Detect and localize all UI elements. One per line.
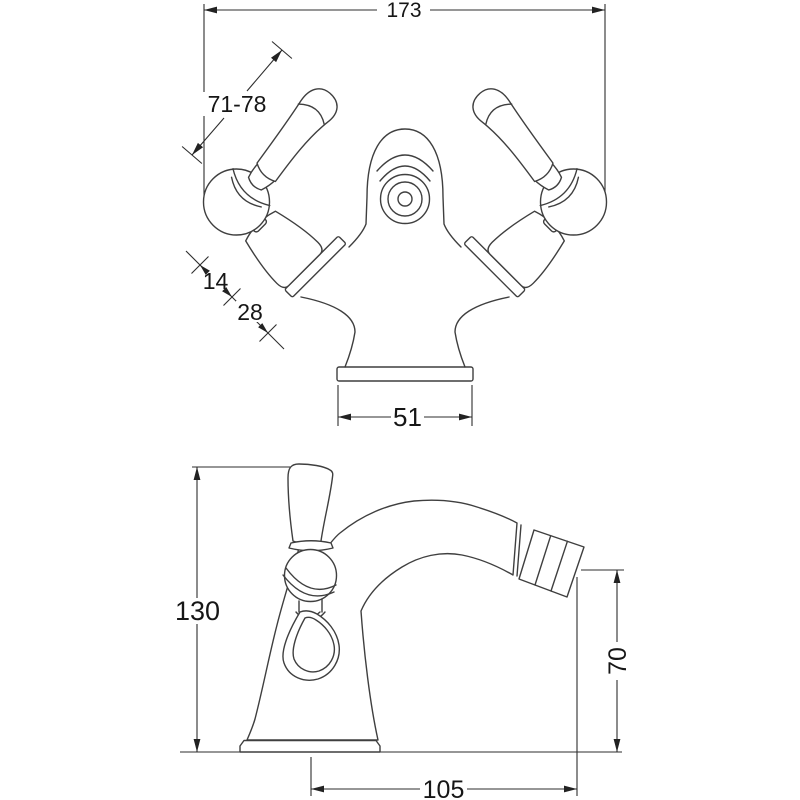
ball-band-upper [285,567,337,590]
faucet-side [239,463,585,753]
dim105-arrow-right [564,785,577,793]
dim7178-arrow-bottom [192,142,204,155]
side-view: 130 105 70 [175,463,632,800]
dim-hub-depth-label: 28 [237,299,263,325]
dim51-arrow-left [338,413,351,421]
dim28-label-bg [236,301,264,322]
dim7178-label-bg [203,92,271,116]
dim-overall-height-label: 130 [175,596,220,626]
base-plate-front [336,366,474,382]
dim105-label-bg [420,776,467,800]
spout-column-and-dome [348,128,462,248]
spout-ring-2 [379,165,431,182]
lever-handle-side [287,463,334,545]
dim70-arrow-bottom [613,739,621,752]
dim105-arrow-left [311,785,324,793]
dim173-arrow-right [592,6,605,14]
front-view: 173 71-78 14 28 51 [181,0,621,432]
side-dimension-lines [180,466,624,796]
faucet-front [189,76,621,382]
dim70-label-bg [603,642,631,680]
dim51-label-bg [391,404,424,429]
dim-cartridge-depth-label: 14 [203,268,229,294]
front-dimension-labels: 173 71-78 14 28 51 [191,0,605,432]
dim173-label-bg [378,1,430,20]
base-plate-side [239,739,381,753]
dim-spout-reach-label: 105 [423,776,465,800]
dim-base-width-label: 51 [393,402,422,432]
aerator-band-lines [534,535,569,592]
dim-outlet-height-label: 70 [604,647,632,675]
dim14-arrow-top [200,265,210,275]
dim-overall-width-label: 173 [386,0,421,22]
spout-ring-1 [376,154,434,172]
dim70-arrow-top [613,570,621,583]
dim130-label-bg [175,598,220,624]
waste-loop-inner [292,616,336,673]
body-left-side [300,296,356,368]
dim-lever-length-label: 71-78 [208,91,267,117]
ball-band-lower [282,574,335,597]
body-right-side [454,296,510,368]
dim130-arrow-top [193,467,201,480]
spout-end-collar-line [516,524,522,577]
dim28-arrow-end [258,323,268,333]
waste-stem-lines [298,598,323,613]
handle-assembly-right [395,76,621,302]
dim173-arrow-left [204,6,217,14]
side-dimension-labels: 130 105 70 [175,467,632,800]
dim-outlet-height-group: 70 [603,642,632,680]
aerator-side [518,529,585,598]
dim14-label-bg [202,270,229,291]
lever-collar-side [288,540,334,552]
dim7178-arrow-top [271,50,282,63]
aerator-face-center [397,191,413,207]
dim51-arrow-right [459,413,472,421]
dim130-arrow-bottom [193,739,201,752]
body-side-profile [246,499,518,741]
dim14-arrow-bottom [222,287,232,297]
aerator-face-mid [387,181,423,217]
